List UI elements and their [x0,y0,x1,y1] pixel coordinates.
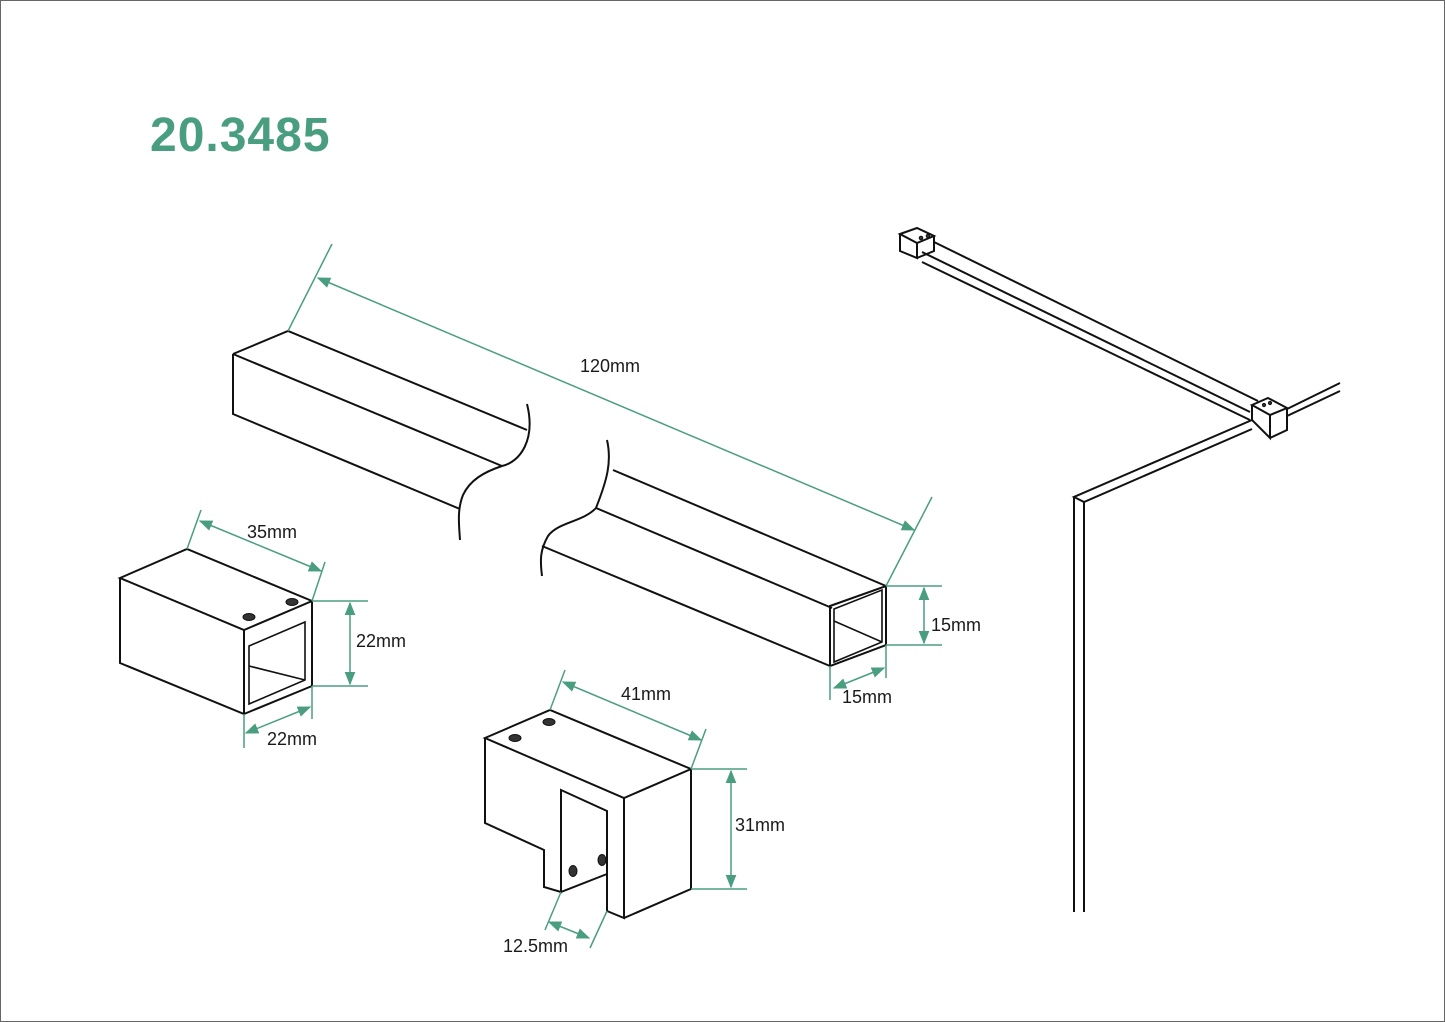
clamp-length-label: 41mm [621,684,671,704]
rod-length-label: 120mm [580,356,640,376]
bracket-length-label: 35mm [247,522,297,542]
rod-height-label: 15mm [931,615,981,635]
wall-bracket-drawing: 35mm 22mm 22mm [117,509,406,749]
glass-clamp-drawing: 41mm 31mm 12.5mm [482,669,785,956]
bracket-width-label: 22mm [267,729,317,749]
bracket-height-label: 22mm [356,631,406,651]
product-code-title: 20.3485 [150,109,331,162]
rod-drawing: 120mm 15mm 15mm [232,243,981,707]
assembly-drawing [897,226,1341,912]
clamp-slot-label: 12.5mm [503,936,568,956]
clamp-height-label: 31mm [735,815,785,835]
rod-width-label: 15mm [842,687,892,707]
